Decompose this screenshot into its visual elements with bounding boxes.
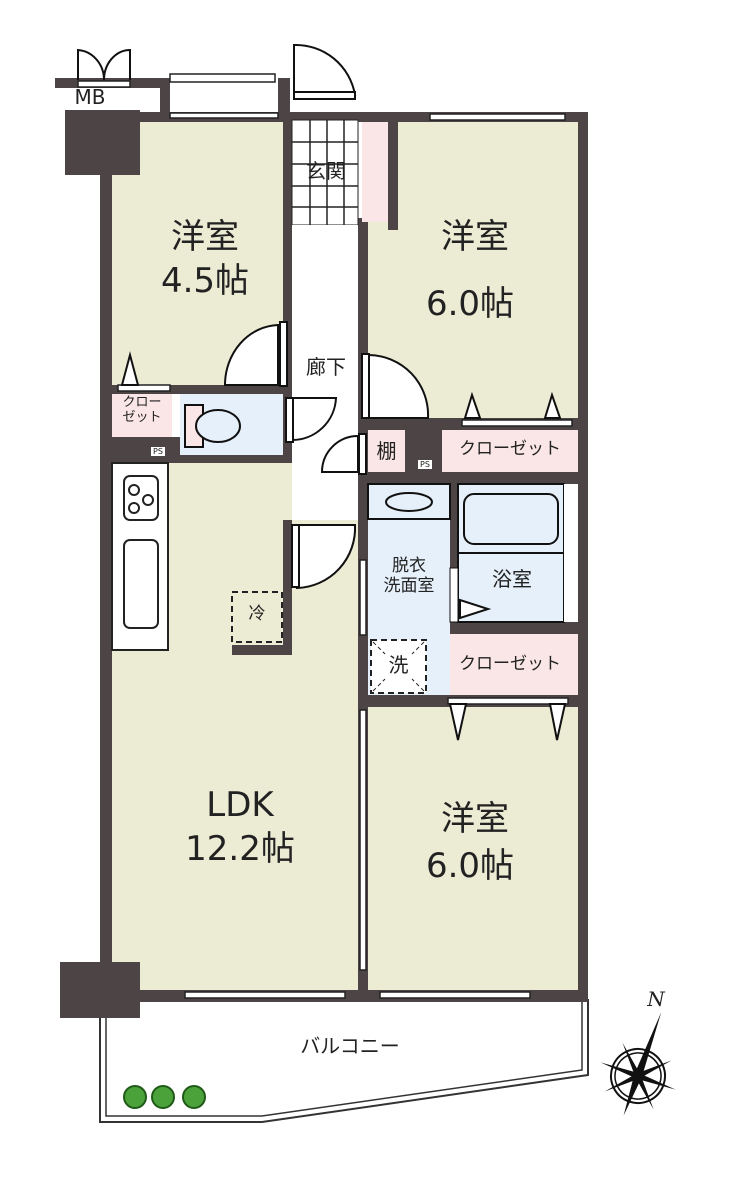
closet-label: クローゼット — [459, 654, 561, 674]
fridge-space — [231, 591, 283, 643]
bathroom-label: 浴室 — [492, 567, 532, 591]
meter-box-label: MB — [74, 85, 106, 109]
windows — [77, 73, 573, 999]
fridge-label: 冷 — [248, 604, 266, 624]
balcony-label: バルコニー — [300, 1034, 400, 1058]
pipe-space-label: PS — [151, 447, 165, 457]
doors — [77, 43, 567, 741]
room-western-a-size: 4.5帖 — [160, 261, 250, 301]
pipe-space-label: PS — [418, 460, 432, 470]
room-western-a-name: 洋室 — [171, 217, 239, 257]
room-western-b-name: 洋室 — [441, 217, 509, 257]
shelf-label: 棚 — [376, 439, 397, 463]
room-western-c — [366, 705, 580, 992]
north-label: N — [647, 987, 665, 1011]
compass-north-icon — [600, 1012, 676, 1116]
room-western-b-size: 6.0帖 — [425, 284, 515, 324]
washer-label: 洗 — [388, 653, 409, 677]
room-western-c-name: 洋室 — [441, 799, 509, 839]
hallway-label: 廊下 — [306, 355, 346, 379]
washroom-label: 脱衣 洗面室 — [383, 556, 435, 596]
kitchen-counter — [111, 462, 169, 651]
entrance-label: 玄関 — [306, 159, 346, 183]
plants-icon — [123, 1085, 206, 1109]
closet-small-label: クロー ゼット — [122, 395, 162, 425]
room-western-c-size: 6.0帖 — [425, 846, 515, 886]
closet-label: クローゼット — [459, 439, 561, 459]
room-ldk-size: 12.2帖 — [185, 829, 295, 869]
room-ldk-name: LDK — [206, 785, 274, 825]
